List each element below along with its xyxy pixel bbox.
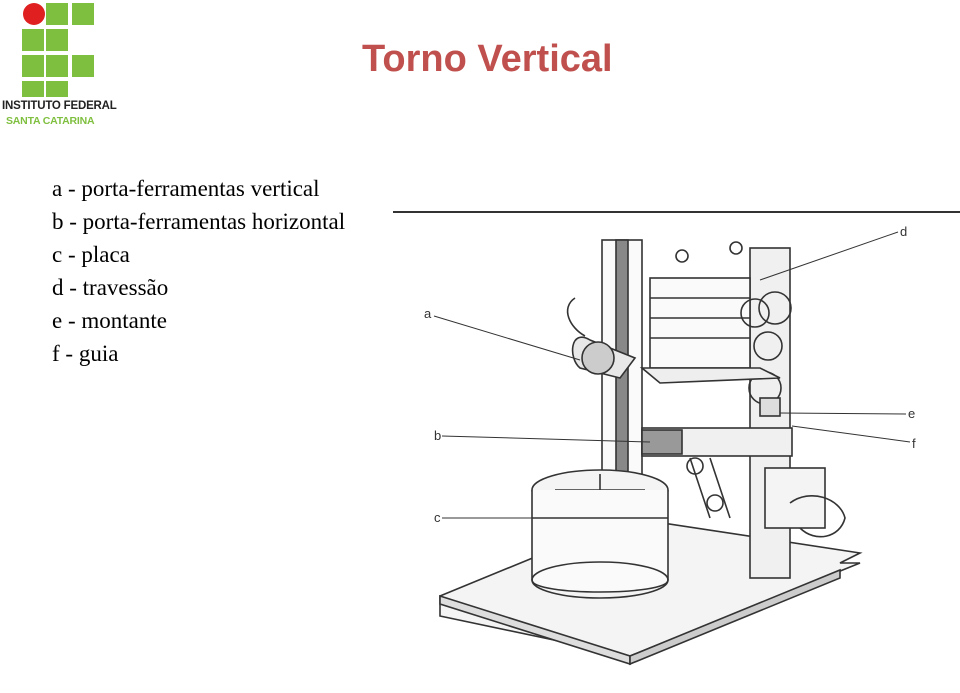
legend-item: e - montante <box>52 308 167 333</box>
callout-label-f: f <box>912 436 916 451</box>
top-housing <box>649 277 751 369</box>
logo-square <box>72 55 94 77</box>
logo-mark <box>22 3 94 97</box>
logo-square <box>22 81 44 97</box>
callout-label-b: b <box>434 428 441 443</box>
control-handle <box>789 494 846 538</box>
rail-block <box>759 397 781 417</box>
logo-square <box>46 3 68 25</box>
lifting-eye <box>675 249 689 263</box>
institute-logo: INSTITUTO FEDERAL SANTA CATARINA <box>0 0 120 132</box>
slide-title: Torno Vertical <box>362 38 613 80</box>
crossrail <box>639 367 781 384</box>
logo-square <box>22 29 44 51</box>
callout-label-e: e <box>908 406 915 421</box>
logo-text-line1: INSTITUTO FEDERAL <box>2 100 117 112</box>
vertical-lathe-drawing: a b c d e f <box>424 224 916 666</box>
feed-lever <box>689 457 711 519</box>
logo-square <box>46 55 68 77</box>
logo-square <box>72 3 94 25</box>
gear-wheel <box>753 331 783 361</box>
gear-wheel <box>740 298 770 328</box>
toolhead-dial <box>581 341 615 375</box>
logo-red-dot <box>23 3 45 25</box>
toolhead-arm <box>566 297 586 337</box>
legend-item: a - porta-ferramentas vertical <box>52 176 320 201</box>
divider-line <box>393 211 960 213</box>
legend-item: b - porta-ferramentas horizontal <box>52 209 346 234</box>
chuck-body <box>531 490 669 593</box>
logo-square <box>46 81 68 97</box>
feed-lever <box>709 457 731 519</box>
lifting-eye <box>729 241 743 255</box>
legend-item: d - travessão <box>52 275 169 300</box>
gear-wheel <box>758 291 792 325</box>
handwheel <box>706 494 724 512</box>
callout-label-d: d <box>900 224 907 239</box>
callout-line-a <box>433 315 581 361</box>
logo-square <box>22 55 44 77</box>
callout-label-a: a <box>424 306 432 321</box>
legend-list: a - porta-ferramentas vertical b - porta… <box>52 172 345 370</box>
gearbox <box>764 467 826 529</box>
horizontal-toolholder <box>641 429 683 455</box>
callout-label-c: c <box>434 510 441 525</box>
callout-line-d <box>759 231 899 281</box>
chuck-bottom <box>531 561 669 599</box>
base-plate-edge <box>629 568 841 666</box>
logo-square <box>46 29 68 51</box>
logo-text-line2: SANTA CATARINA <box>6 115 95 127</box>
callout-line-b <box>441 435 651 443</box>
legend-item: c - placa <box>52 242 130 267</box>
callout-line-f <box>791 425 911 443</box>
legend-item: f - guia <box>52 341 119 366</box>
handwheel <box>686 457 704 475</box>
callout-line-e <box>779 412 907 415</box>
